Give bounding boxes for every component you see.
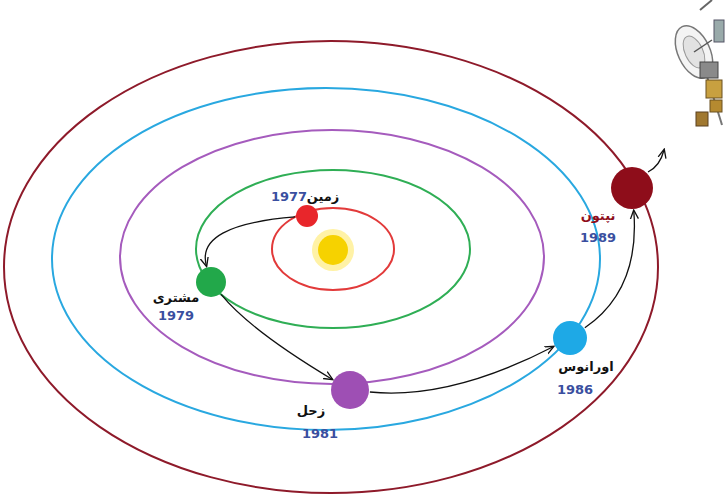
flyby-year: 1986 bbox=[557, 382, 593, 398]
planet-name: نپتون bbox=[581, 208, 616, 224]
earth-planet: زمین1977 bbox=[296, 205, 318, 227]
saturn-orbit bbox=[120, 130, 544, 384]
uranus-orbit bbox=[52, 88, 600, 430]
jupiter-orbit bbox=[196, 170, 470, 328]
planet-disc bbox=[553, 321, 587, 355]
planet-name: زحل bbox=[297, 403, 325, 419]
trajectory-exit bbox=[648, 150, 664, 172]
uranus-planet: اورانوس1986 bbox=[553, 321, 587, 355]
planet-disc bbox=[296, 205, 318, 227]
planet-disc bbox=[611, 167, 653, 209]
flyby-year: 1981 bbox=[302, 426, 338, 442]
launch-year: 1977 bbox=[271, 189, 307, 205]
neptune-orbit bbox=[4, 41, 658, 493]
neptune-planet: نپتون1989 bbox=[611, 167, 653, 209]
planet-name: اورانوس bbox=[558, 359, 613, 375]
trajectory-segment bbox=[585, 211, 635, 328]
jupiter-planet: مشتری1979 bbox=[196, 267, 226, 297]
trajectory-segment bbox=[370, 347, 553, 393]
trajectory-segment bbox=[205, 217, 295, 266]
flyby-year: 1979 bbox=[158, 308, 194, 324]
flyby-year: 1989 bbox=[580, 230, 616, 246]
planet-disc bbox=[196, 267, 226, 297]
planet-name: مشتری bbox=[153, 290, 200, 306]
planet-disc bbox=[331, 371, 369, 409]
sun bbox=[312, 229, 354, 271]
trajectory-segment bbox=[221, 294, 332, 379]
planet-name: زمین bbox=[307, 189, 340, 205]
saturn-planet: زحل1981 bbox=[331, 371, 369, 409]
earth-orbit bbox=[272, 208, 394, 290]
spacecraft bbox=[668, 0, 724, 126]
